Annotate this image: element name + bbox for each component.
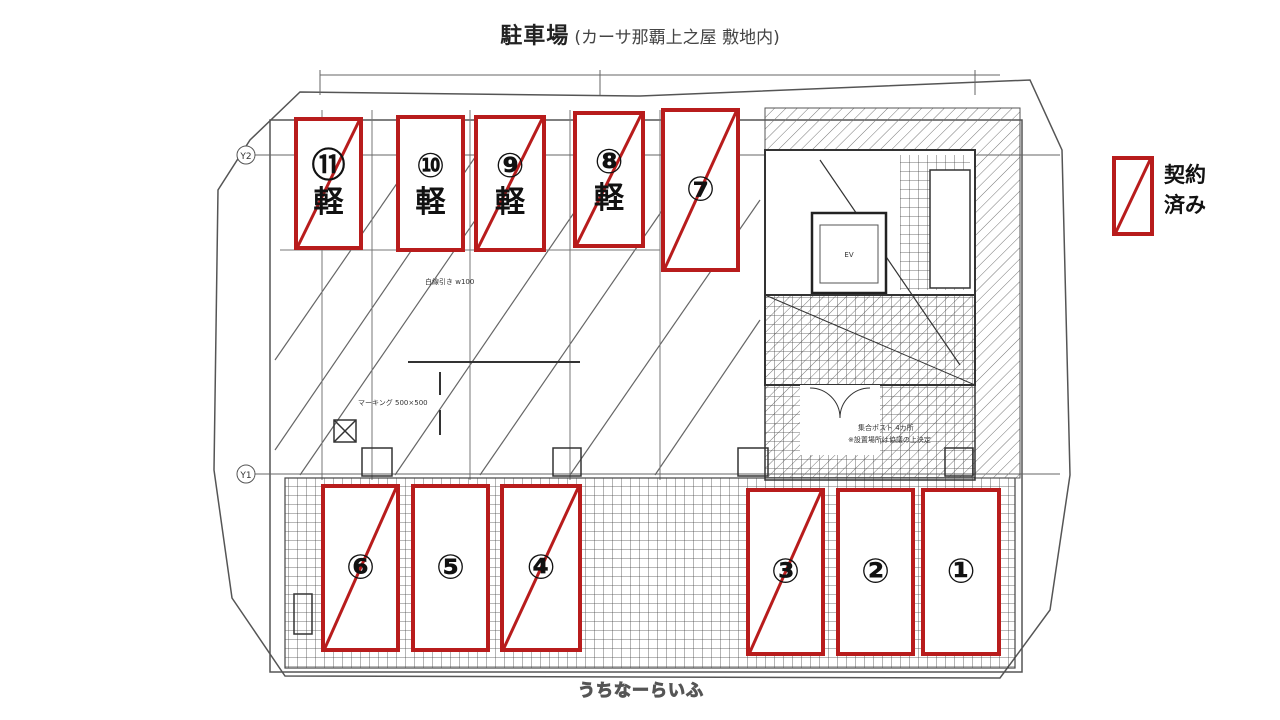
contracted-slash-icon [750, 492, 821, 652]
space-number: ⑨ [495, 145, 525, 186]
space-number: ⑪ [311, 145, 346, 186]
page-title: 駐車場 (カーサ那覇上之屋 敷地内) [0, 18, 1280, 50]
parking-space-4[interactable]: ④ [500, 484, 582, 652]
parking-space-1[interactable]: ① [921, 488, 1001, 656]
title-main: 駐車場 [500, 24, 570, 49]
side-room [929, 169, 971, 289]
parking-space-2[interactable]: ② [836, 488, 915, 656]
kei-label: 軽 [495, 184, 525, 220]
ev-label: EV [844, 251, 853, 259]
kei-label: 軽 [313, 184, 344, 220]
parking-space-5[interactable]: ⑤ [411, 484, 490, 652]
space-number: ④ [526, 547, 556, 588]
space-number: ⑦ [686, 169, 715, 210]
space-number: ① [946, 551, 976, 592]
kei-label: 軽 [415, 184, 446, 220]
space-number: ② [861, 551, 890, 592]
contracted-slash-icon [298, 121, 359, 246]
title-sub: (カーサ那覇上之屋 敷地内) [574, 28, 780, 48]
parking-space-7[interactable]: ⑦ [661, 108, 740, 272]
contracted-slash-icon [325, 488, 396, 648]
contracted-slash-icon [577, 115, 641, 244]
ev-shaft [810, 211, 888, 295]
note-marking: マーキング 500×500 [358, 398, 428, 407]
space-number: ⑧ [594, 141, 624, 182]
note-right-1: 集合ポスト 4カ所 [858, 423, 914, 432]
contracted-slash-icon [504, 488, 578, 648]
space-number: ③ [771, 551, 800, 592]
site-boundary [213, 79, 1071, 679]
building-outline [269, 119, 1023, 673]
note-right-2: ※設置場所は協議の上決定 [848, 435, 931, 444]
parking-space-6[interactable]: ⑥ [321, 484, 400, 652]
space-number: ⑩ [416, 145, 445, 186]
contracted-slash-icon [478, 119, 542, 248]
parking-space-3[interactable]: ③ [746, 488, 825, 656]
kei-label: 軽 [594, 180, 624, 216]
legend-contracted-icon [1112, 156, 1154, 236]
note-white-line: 白線引き w100 [425, 277, 474, 286]
grid-label-y2: Y2 [239, 152, 251, 162]
space-number: ⑥ [346, 547, 375, 588]
space-number: ⑤ [436, 547, 465, 588]
grid-label-y1: Y1 [239, 471, 251, 481]
contracted-slash-icon [665, 112, 736, 268]
legend-label: 契約 済み [1164, 163, 1206, 218]
watermark: うちなーらいふ [578, 681, 704, 702]
